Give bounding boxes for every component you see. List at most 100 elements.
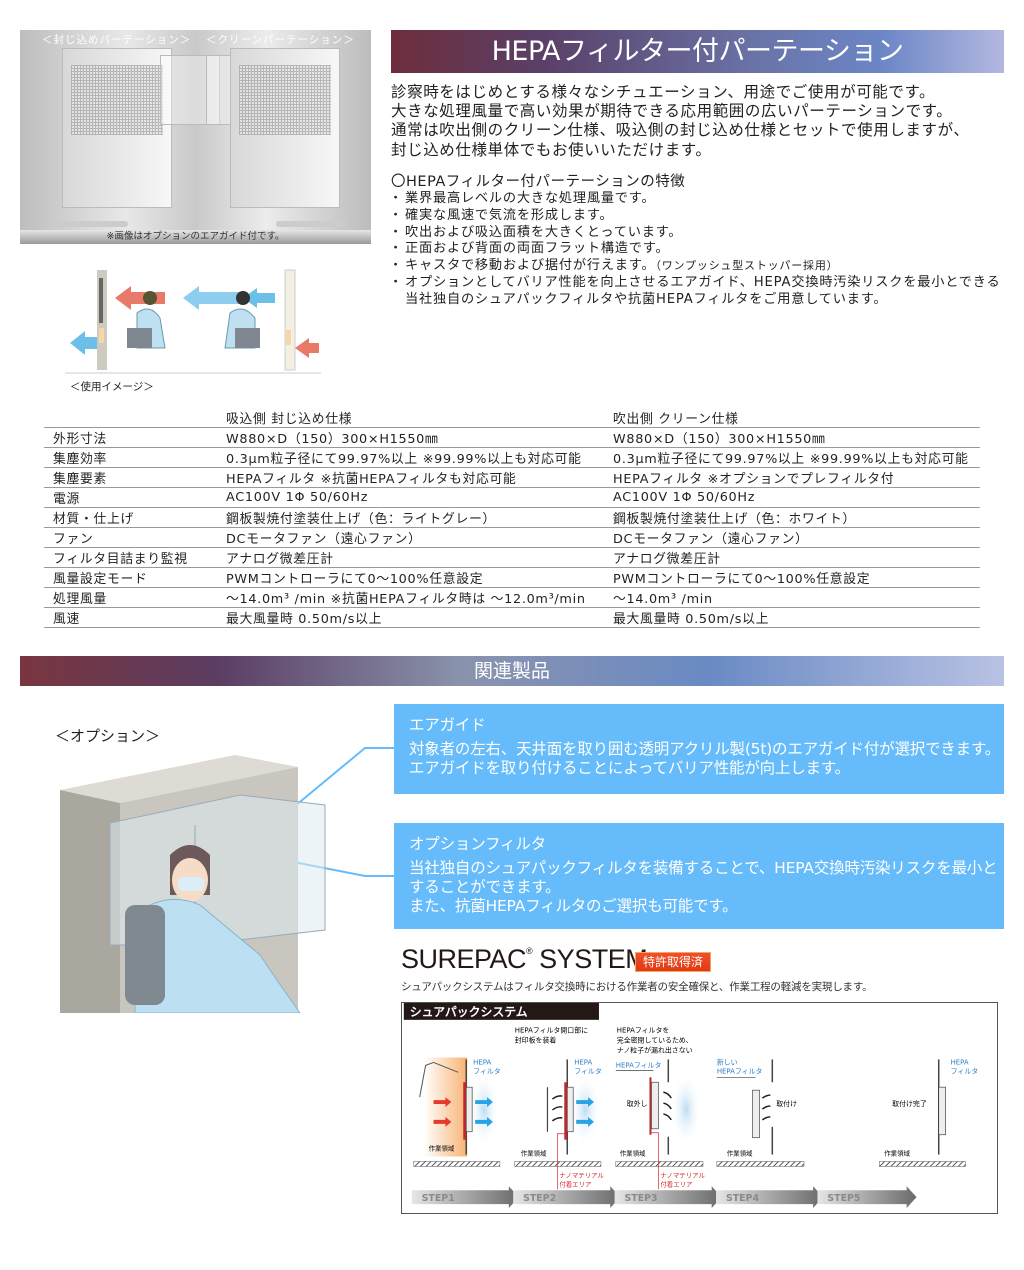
description: 診察時をはじめとする様々なシチュエーション、用途でご使用が可能です。 大きな処理… xyxy=(391,83,970,160)
hepa-label: HEPA xyxy=(951,1058,969,1066)
step1-panel: HEPA フィルタ 作業領域 xyxy=(413,1057,501,1167)
usage-caption: ＜使用イメージ＞ xyxy=(70,381,154,393)
spec-value: W880×D（150）300×H1550㎜ xyxy=(604,427,980,448)
page-title: HEPAフィルター付パーテーション xyxy=(391,30,1004,73)
step2-note: HEPAフィルタ開口部に xyxy=(515,1026,588,1035)
blue-airflow-arrow xyxy=(70,331,97,355)
attach-done-label: 取付け完了 xyxy=(892,1099,927,1108)
step-label: STEP3 xyxy=(625,1193,658,1204)
option-label: ＜オプション＞ xyxy=(55,727,161,745)
diagram-heading: シュアパックシステム xyxy=(410,1005,528,1019)
feature-item: 吹出および吸込面積を大きくとっています。 xyxy=(389,225,1003,242)
surepac-name: SUREPAC xyxy=(401,944,527,974)
work-area-label: 作業領域 xyxy=(884,1149,910,1158)
registered-mark: ® xyxy=(526,946,533,956)
step2-note: 封印板を装着 xyxy=(515,1036,557,1045)
spec-label: 処理風量 xyxy=(44,587,217,608)
surepac-diagram: シュアパックシステム HEPA フィルタ 作業領域 HEPAフィルタ開口部に 封… xyxy=(401,1002,998,1214)
air-guide-text: 対象者の左右、天井面を取り囲む透明アクリル製(5t)のエアガイド付が選択できます… xyxy=(409,740,1001,758)
spec-label: 集塵効率 xyxy=(44,447,217,468)
spec-label: 外形寸法 xyxy=(44,427,217,448)
step3-note: HEPAフィルタを xyxy=(617,1026,670,1035)
work-area-label: 作業領域 xyxy=(521,1149,547,1158)
spec-value: アナログ微差圧計 xyxy=(217,547,604,568)
remove-label: 取外し xyxy=(627,1099,648,1108)
step5-panel: HEPA フィルタ 取付け完了 作業領域 xyxy=(879,1058,979,1167)
step-label: STEP2 xyxy=(523,1193,556,1204)
spec-value: W880×D（150）300×H1550㎜ xyxy=(217,427,604,448)
description-line: 通常は吹出側のクリーン仕様、吸込側の封じ込め仕様とセットで使用しますが、 xyxy=(391,121,970,140)
step-arrow xyxy=(614,1186,722,1209)
spec-value: 鋼板製焼付塗装仕上げ（色：ホワイト） xyxy=(604,507,980,528)
surepac-subtitle: シュアパックシステムはフィルタ交換時における作業者の安全確保と、作業工程の軽減を… xyxy=(401,981,873,993)
feature-text: キャスタで移動および据付が行えます。 xyxy=(405,258,656,274)
table-row: フィルタ目詰まり監視アナログ微差圧計アナログ微差圧計 xyxy=(44,547,980,568)
spec-value: PWMコントローラにて0～100%任意設定 xyxy=(217,567,604,588)
table-row: 材質・仕上げ鋼板製焼付塗装仕上げ（色：ライトグレー）鋼板製焼付塗装仕上げ（色：ホ… xyxy=(44,507,980,528)
step3-panel: HEPAフィルタを 完全密閉しているため、 ナノ粒子が漏れ出さない HEPAフィ… xyxy=(615,1026,706,1190)
features-heading: 〇HEPAフィルター付パーテーションの特徴 xyxy=(391,174,686,190)
label-containment: ＜封じ込めパーテーション＞ xyxy=(42,34,192,46)
work-area-label: 作業領域 xyxy=(620,1149,646,1158)
spec-value: ～14.0m³ /min ※抗菌HEPAフィルタ時は ～12.0m³/min xyxy=(217,587,604,608)
red-airflow-arrow xyxy=(115,286,165,310)
hepa-label: HEPA xyxy=(574,1058,592,1066)
hepa-filter-label: HEPAフィルタ xyxy=(616,1060,662,1069)
header-cell: 吸込側 封じ込め仕様 xyxy=(217,408,604,428)
table-header-row: 吸込側 封じ込め仕様吹出側 クリーン仕様 xyxy=(44,408,980,428)
spec-value: DCモータファン（遠心ファン） xyxy=(604,527,980,548)
step-arrow xyxy=(817,1186,917,1209)
description-line: 封じ込め仕様単体でもお使いいただけます。 xyxy=(391,140,712,159)
diagram-heading-bg xyxy=(403,1003,599,1020)
spec-label: 材質・仕上げ xyxy=(44,507,217,528)
related-products-heading: 関連製品 xyxy=(20,656,1004,686)
description-line: 診察時をはじめとする様々なシチュエーション、用途でご使用が可能です。 xyxy=(391,83,936,101)
patent-badge: 特許取得済 xyxy=(635,952,711,972)
spec-value: AC100V 1Φ 50/60Hz xyxy=(217,487,604,508)
spec-value: アナログ微差圧計 xyxy=(604,547,980,568)
spec-value: PWMコントローラにて0～100%任意設定 xyxy=(604,567,980,588)
air-guide-left xyxy=(160,55,220,125)
spec-value: 最大風量時 0.50m/s以上 xyxy=(217,607,604,628)
features-list: 業界最高レベルの大きな処理風量です。 確実な風速で気流を形成します。 吹出および… xyxy=(389,191,1003,309)
option-filter-title: オプションフィルタ xyxy=(409,835,546,853)
step-arrow xyxy=(716,1186,824,1209)
clean-unit xyxy=(230,48,346,227)
feature-item: キャスタで移動および据付が行えます。（ワンプッシュ型ストッパー採用） xyxy=(389,258,1003,275)
step3-note: ナノ粒子が漏れ出さない xyxy=(617,1046,693,1055)
spec-value: 0.3μm粒子径にて99.97%以上 ※99.99%以上も対応可能 xyxy=(604,447,980,468)
spec-value: 0.3μm粒子径にて99.97%以上 ※99.99%以上も対応可能 xyxy=(217,447,604,468)
table-row: 処理風量～14.0m³ /min ※抗菌HEPAフィルタ時は ～12.0m³/m… xyxy=(44,587,980,608)
work-area-label: 作業領域 xyxy=(727,1149,753,1158)
feature-note: （ワンプッシュ型ストッパー採用） xyxy=(655,259,839,273)
filter-label: フィルタ xyxy=(574,1066,602,1075)
nano-area-label: ナノマテリアル xyxy=(559,1171,604,1179)
nano-area-label: ナノマテリアル xyxy=(660,1171,705,1179)
spec-value: ～14.0m³ /min xyxy=(604,587,980,608)
spec-value: DCモータファン（遠心ファン） xyxy=(217,527,604,548)
spec-value: AC100V 1Φ 50/60Hz xyxy=(604,487,980,508)
nano-area-label: 付着エリア xyxy=(660,1179,692,1188)
surepac-name-suffix: SYSTEM xyxy=(532,944,648,974)
filter-label: フィルタ xyxy=(951,1066,979,1075)
spec-label: 風速 xyxy=(44,607,217,628)
label-clean: ＜クリーンパーテーション＞ xyxy=(206,34,355,46)
step-label: STEP1 xyxy=(422,1193,455,1204)
spec-value: 最大風量時 0.50m/s以上 xyxy=(604,607,980,628)
filter-label: フィルタ xyxy=(473,1066,501,1075)
work-area-label: 作業領域 xyxy=(429,1144,455,1153)
description-line: 大きな処理風量で高い効果が期待できる応用範囲の広いパーテーションです。 xyxy=(391,102,953,121)
spec-label: ファン xyxy=(44,527,217,548)
image-caption: ※画像はオプションのエアガイド付です。 xyxy=(20,230,371,244)
usage-illustration xyxy=(65,269,321,374)
containment-unit xyxy=(58,48,172,227)
option-filter-text: また、抗菌HEPAフィルタのご選択も可能です。 xyxy=(409,897,738,915)
